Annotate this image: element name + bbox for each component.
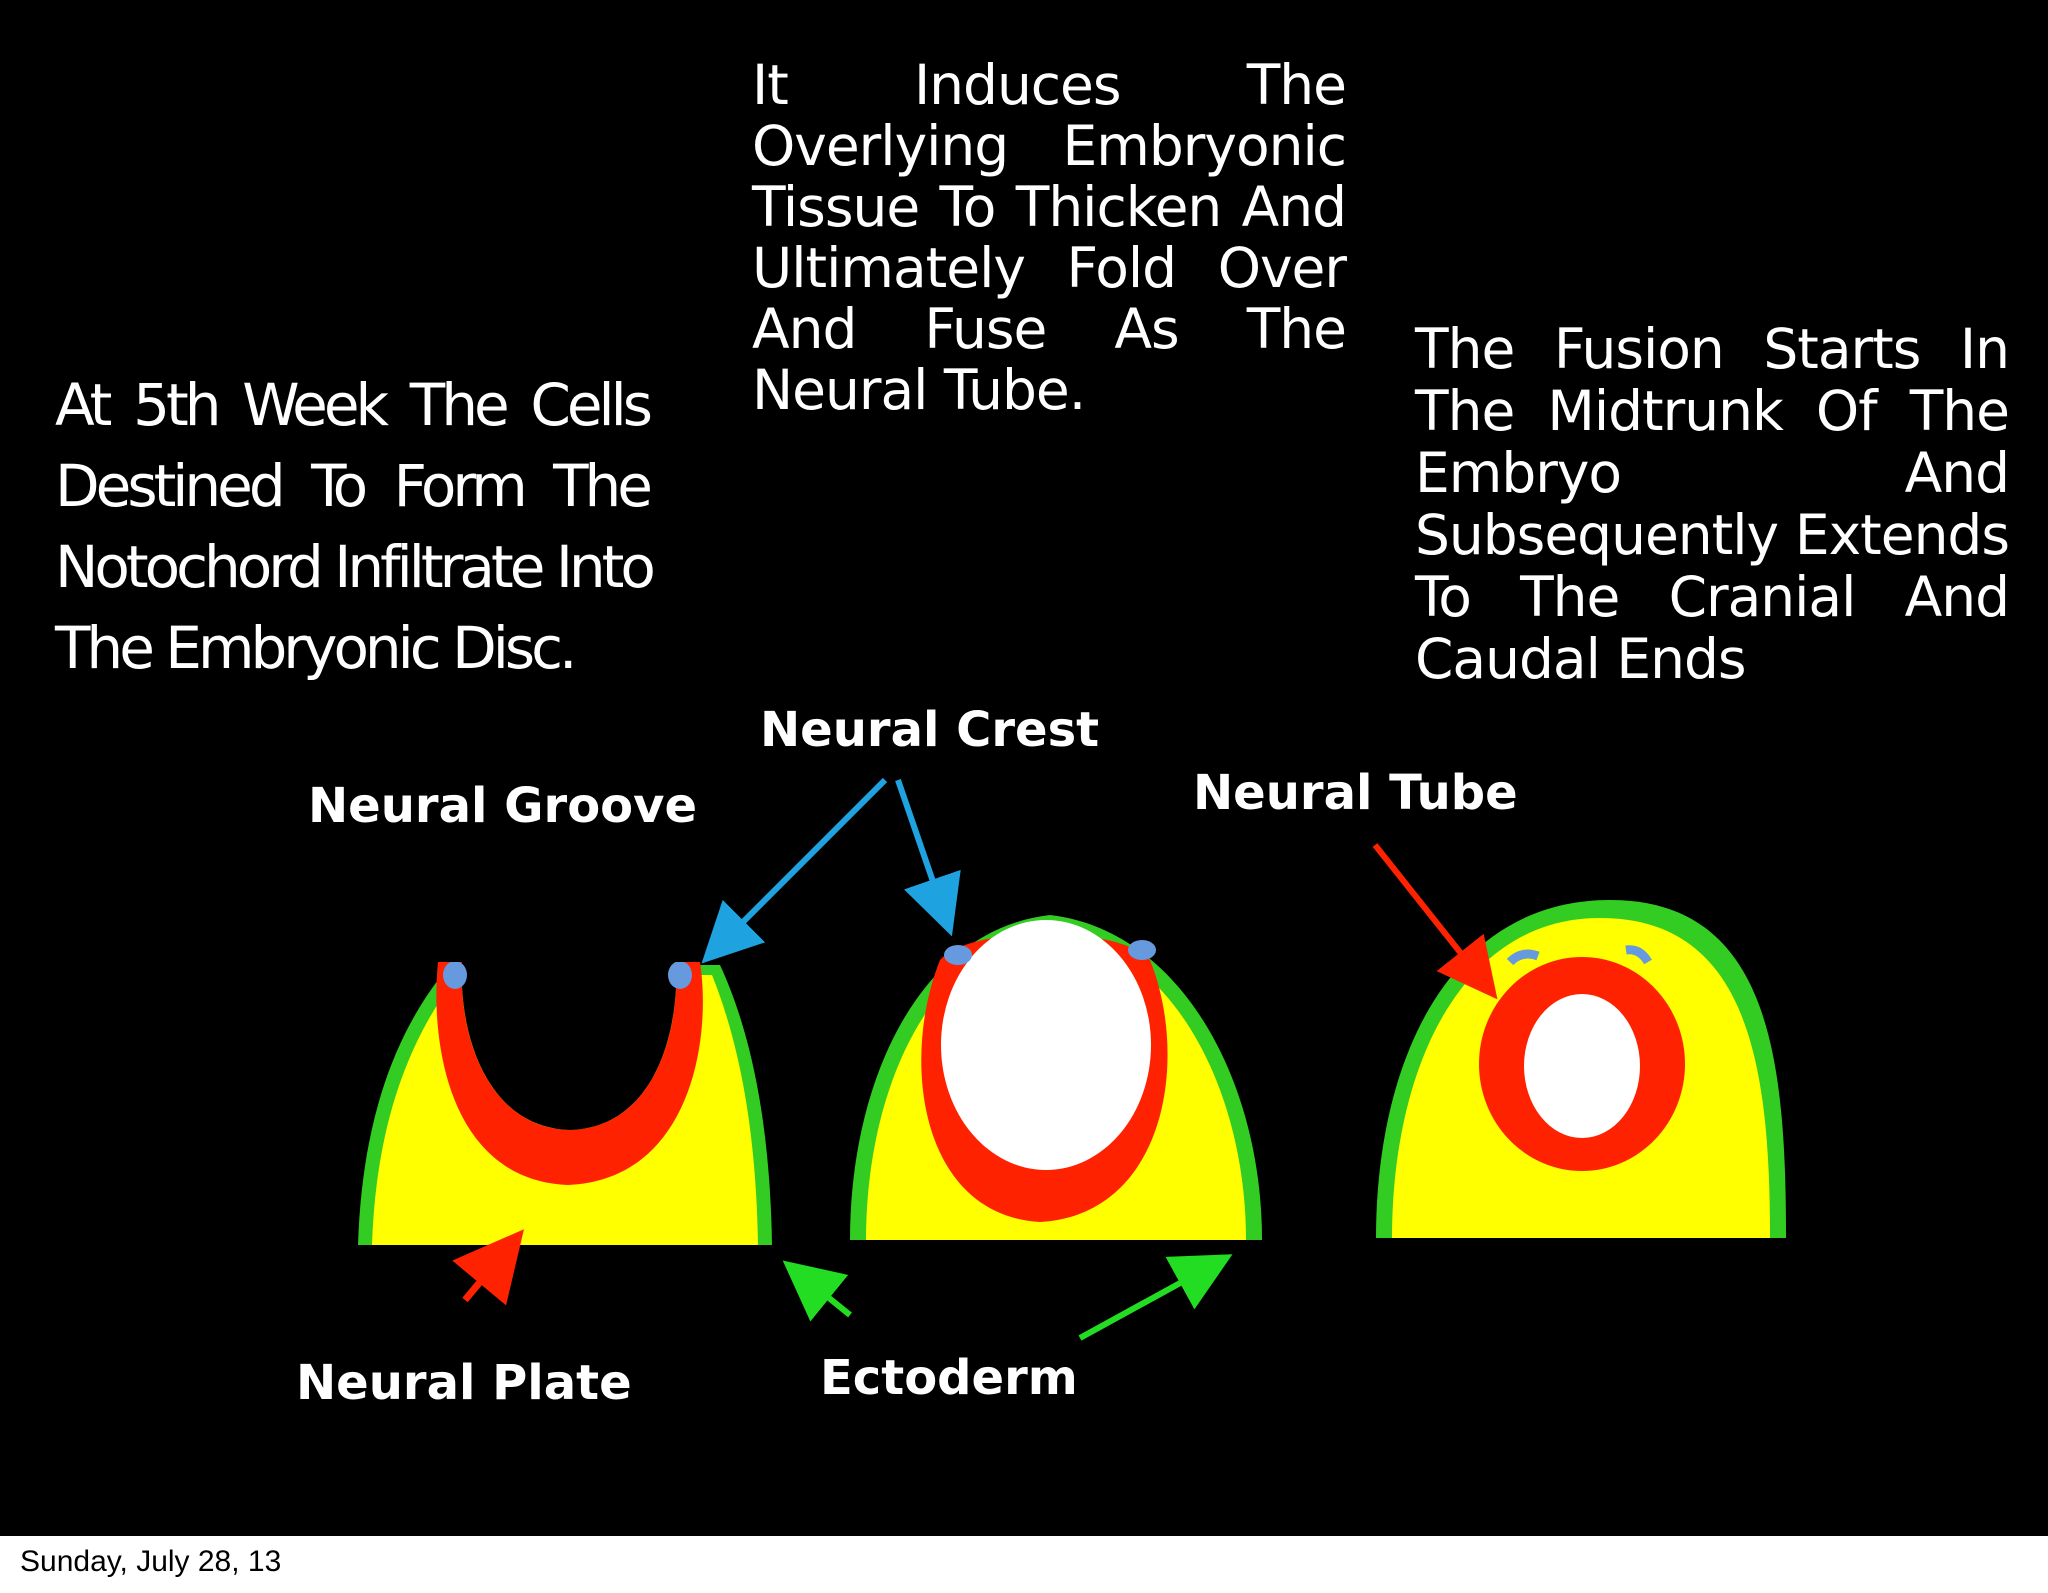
stage-neural-groove xyxy=(358,900,772,1245)
neural-crest-cell xyxy=(1128,940,1156,960)
label-neural-plate: Neural Plate xyxy=(296,1355,632,1411)
paragraph-notochord: At 5th Week The Cells Destined To Form T… xyxy=(55,365,656,689)
paragraph-line: The Embryonic Disc. xyxy=(55,614,577,682)
neural-crest-cell xyxy=(668,961,692,989)
groove-top-mask xyxy=(440,900,700,962)
arrow-neural-crest-left xyxy=(701,777,888,964)
paragraph-line: The Midtrunk Of The xyxy=(1415,379,2010,443)
paragraph-line: Tissue To Thicken And xyxy=(752,175,1347,239)
paragraph-line: To The Cranial And xyxy=(1415,565,2010,629)
neural-crest-cell xyxy=(1625,945,1652,965)
slide-background: At 5th Week The Cells Destined To Form T… xyxy=(0,0,2048,1536)
arrow-ectoderm-left xyxy=(782,1260,852,1322)
paragraph-line: Ultimately Fold Over xyxy=(752,236,1347,300)
stage-neural-tube xyxy=(1376,900,1786,1238)
neural-crest-cell xyxy=(944,945,972,965)
arrow-neural-tube xyxy=(1372,843,1498,1000)
label-neural-tube: Neural Tube xyxy=(1193,765,1518,821)
label-neural-crest: Neural Crest xyxy=(760,702,1100,758)
paragraph-line: Notochord Infiltrate Into xyxy=(55,533,656,601)
paragraph-line: At 5th Week The Cells xyxy=(55,371,653,439)
paragraph-line: Destined To Form The xyxy=(55,452,653,520)
paragraph-fusion: The Fusion Starts In The Midtrunk Of The… xyxy=(1415,317,2010,691)
paragraph-line: Neural Tube. xyxy=(752,358,1086,422)
neural-tube-formation-diagram xyxy=(358,777,1786,1341)
arrow-neural-plate xyxy=(452,1229,524,1306)
label-neural-groove: Neural Groove xyxy=(308,778,697,834)
neural-tube-lumen xyxy=(941,920,1151,1170)
neural-crest-cell xyxy=(443,961,467,989)
paragraph-induction: It Induces The Overlying Embryonic Tissu… xyxy=(752,53,1347,422)
arrow-neural-crest-right xyxy=(895,779,961,937)
neural-groove-cavity xyxy=(461,960,677,1130)
paragraph-line: Subsequently Extends xyxy=(1415,503,2010,567)
paragraph-line: The Fusion Starts In xyxy=(1415,317,2010,381)
paragraph-line: And Fuse As The xyxy=(752,297,1347,361)
paragraph-line: It Induces The xyxy=(752,53,1347,117)
neural-tube-lumen xyxy=(1524,994,1640,1138)
paragraph-line: Overlying Embryonic xyxy=(752,114,1347,178)
neural-plate xyxy=(436,962,703,1185)
arrow-ectoderm-right xyxy=(1078,1254,1233,1341)
paragraph-line: Embryo And xyxy=(1415,441,2010,505)
paragraph-line: Caudal Ends xyxy=(1415,627,1747,691)
neural-crest-cell xyxy=(1506,949,1540,966)
footer-date: Sunday, July 28, 13 xyxy=(20,1545,282,1578)
stage-neural-folds xyxy=(850,915,1262,1240)
label-ectoderm: Ectoderm xyxy=(820,1350,1078,1406)
